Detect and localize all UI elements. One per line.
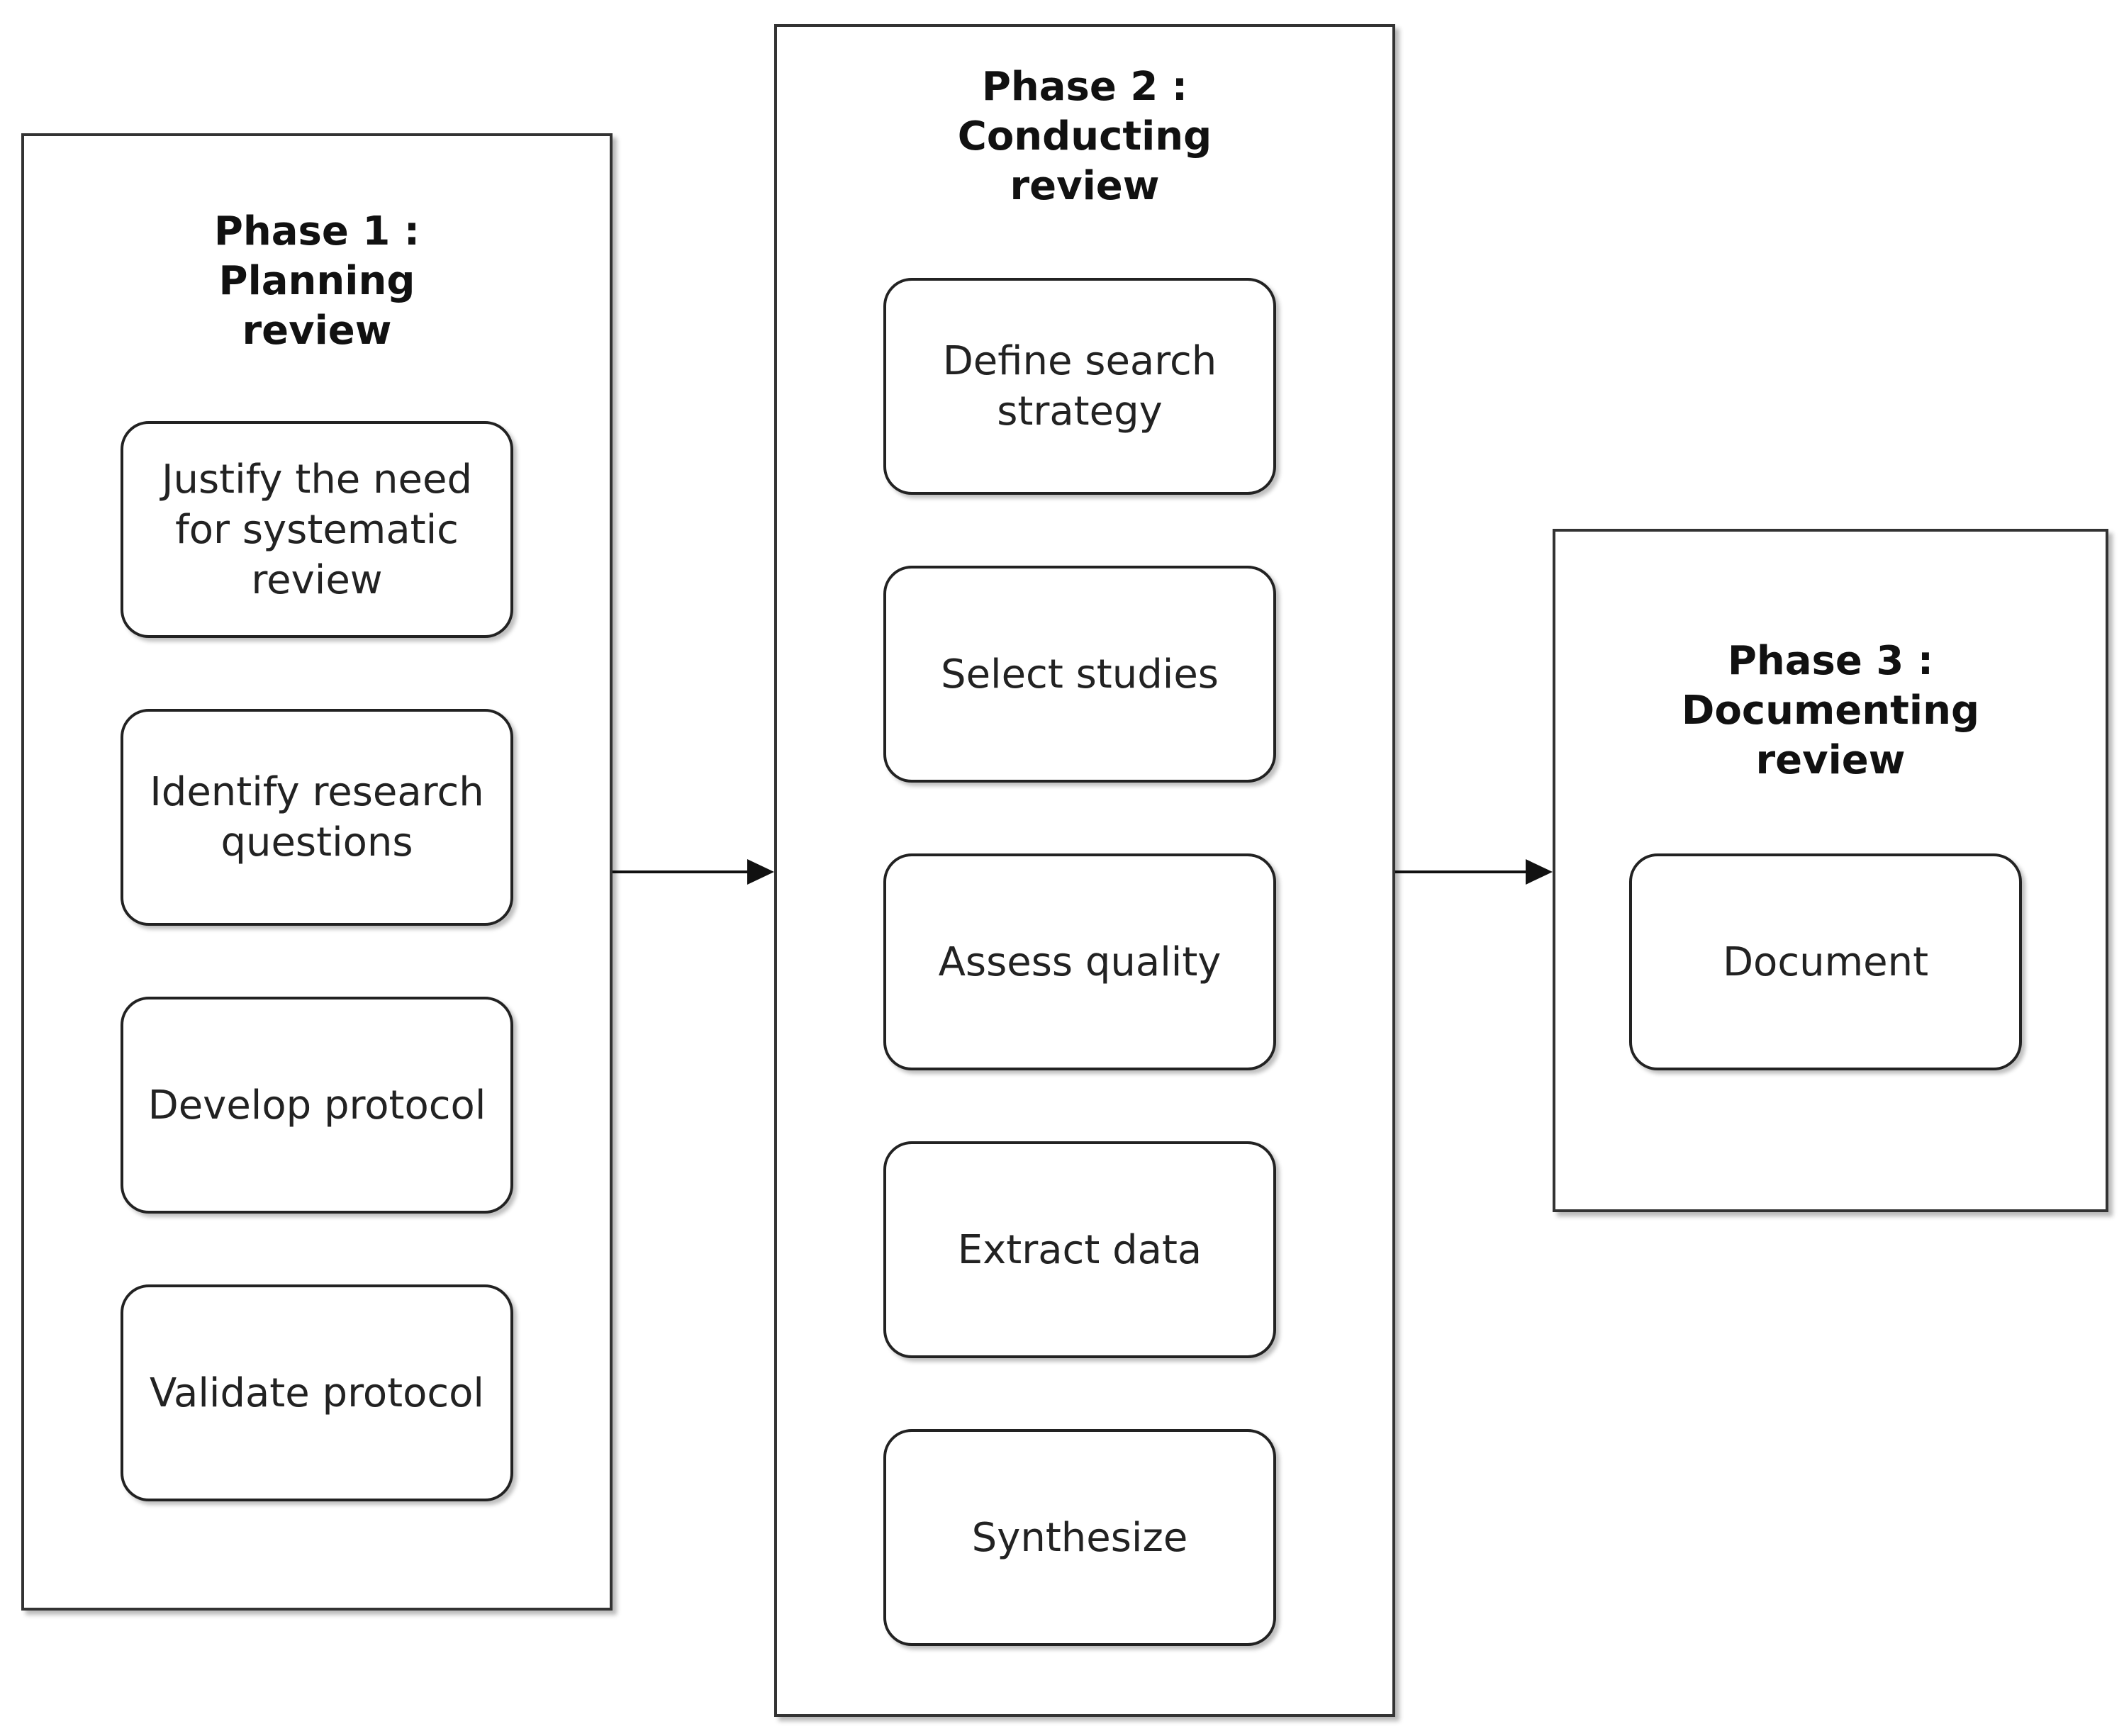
step-assess-quality-label: Assess quality	[938, 939, 1222, 985]
arrowhead-phase1-to-phase2	[747, 859, 774, 885]
step-select-studies: Select studies	[883, 566, 1276, 783]
step-document: Document	[1629, 853, 2022, 1070]
step-develop-protocol-label: Develop protocol	[147, 1082, 486, 1129]
step-synthesize-label: Synthesize	[971, 1514, 1188, 1561]
step-justify-need-label: Justify the need for systematic review	[161, 456, 473, 603]
step-validate-protocol: Validate protocol	[121, 1284, 513, 1501]
step-extract-data: Extract data	[883, 1141, 1276, 1358]
phase-1-title: Phase 1 : Planning review	[213, 208, 420, 354]
step-develop-protocol: Develop protocol	[121, 997, 513, 1214]
step-define-search-strategy-label: Define search strategy	[942, 338, 1217, 435]
phase-3-title: Phase 3 : Documenting review	[1681, 638, 1980, 783]
arrowhead-phase2-to-phase3	[1526, 859, 1553, 885]
phase-2-title: Phase 2 : Conducting review	[957, 64, 1212, 209]
step-identify-research-questions: Identify research questions	[121, 709, 513, 926]
step-select-studies-label: Select studies	[941, 651, 1219, 698]
step-synthesize: Synthesize	[883, 1429, 1276, 1646]
step-validate-protocol-label: Validate protocol	[150, 1370, 484, 1416]
step-extract-data-label: Extract data	[957, 1226, 1202, 1273]
step-assess-quality: Assess quality	[883, 853, 1276, 1070]
step-document-label: Document	[1722, 939, 1929, 985]
step-justify-need: Justify the need for systematic review	[121, 421, 513, 638]
step-define-search-strategy: Define search strategy	[883, 278, 1276, 495]
step-identify-research-questions-label: Identify research questions	[150, 769, 484, 866]
